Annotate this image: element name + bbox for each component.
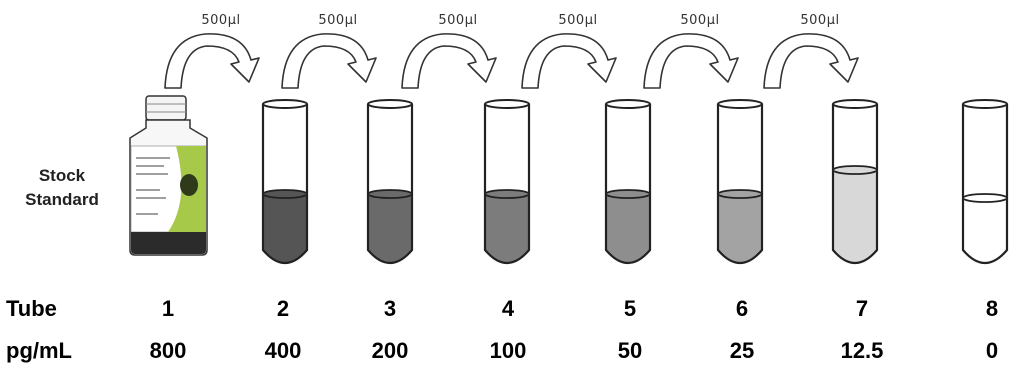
tube-number: 3 [384,296,396,321]
tube-8 [961,99,1009,265]
tube-concentration: 800 [150,338,187,363]
tube-liquid [485,194,529,263]
tube-meniscus [832,165,878,175]
tube-outline [261,104,309,265]
tube-liquid [263,194,307,263]
transfer-arrow-1: 500μl [164,13,260,89]
tube-rim [605,99,651,109]
transfer-arrow-4: 500μl [521,13,617,89]
transfer-volume-label: 500μl [800,13,839,28]
tube-number: 7 [856,296,868,321]
tube-liquid [368,194,412,263]
tube-concentration: 50 [618,338,642,363]
tube-values: 1 800 2 400 3 200 4 100 5 50 6 25 7 12.5 8 0 [150,296,998,363]
tube-5 [604,99,652,265]
tube-meniscus [962,193,1008,203]
tube-concentration: 12.5 [841,338,884,363]
bottle-logo [180,174,198,196]
transfer-arrow-6: 500μl [763,13,859,89]
tube-concentration: 200 [372,338,409,363]
tube-2 [261,99,309,265]
tube-concentration: 0 [986,338,998,363]
tube-rim [962,99,1008,109]
transfer-volume-label: 500μl [558,13,597,28]
tube-liquid [606,194,650,263]
tube-number: 4 [502,296,515,321]
tube-liquid [963,198,1007,263]
stock-bottle [129,95,208,256]
transfer-volume-label: 500μl [438,13,477,28]
curved-arrow-icon [521,33,617,89]
curved-arrow-icon [281,33,377,89]
tube-number: 2 [277,296,289,321]
tube-meniscus [262,189,308,199]
tube-concentration: 400 [265,338,302,363]
tube-number: 5 [624,296,636,321]
transfer-volume-label: 500μl [201,13,240,28]
curved-arrow-icon [401,33,497,89]
tube-rim [262,99,308,109]
tube-outline [716,104,764,265]
bottle-cap [145,95,187,121]
tube-meniscus [717,189,763,199]
tube-meniscus [367,189,413,199]
transfer-arrow-3: 500μl [401,13,497,89]
concentration-row-label: pg/mL [6,338,72,363]
transfer-volume-label: 500μl [680,13,719,28]
tube-outline [831,104,879,265]
tube-outline [366,104,414,265]
tube-outline [483,104,531,265]
curved-arrow-icon [763,33,859,89]
tube-rim [484,99,530,109]
tube-meniscus [605,189,651,199]
transfer-volume-label: 500μl [318,13,357,28]
tube-number: 8 [986,296,998,321]
curved-arrow-icon [643,33,739,89]
tube-number: 6 [736,296,748,321]
stock-label-line1: Stock [39,166,86,185]
transfer-arrows: 500μl 500μl 500μl 500μl 500μl 500μl [164,13,859,89]
tube-6 [716,99,764,265]
tube-rim [717,99,763,109]
bottle-liquid [131,232,206,254]
tube-concentration: 25 [730,338,754,363]
tube-4 [483,99,531,265]
tube-liquid [718,194,762,263]
tube-liquid [833,170,877,263]
tube-rim [832,99,878,109]
tube-3 [366,99,414,265]
transfer-arrow-5: 500μl [643,13,739,89]
tube-meniscus [484,189,530,199]
stock-label-line2: Standard [25,190,99,209]
tubes [261,99,1009,265]
tube-rim [367,99,413,109]
tube-outline [961,104,1009,265]
tube-outline [604,104,652,265]
tube-row-label: Tube [6,296,57,321]
tube-7 [831,99,879,265]
curved-arrow-icon [164,33,260,89]
transfer-arrow-2: 500μl [281,13,377,89]
tube-number: 1 [162,296,174,321]
tube-concentration: 100 [490,338,527,363]
